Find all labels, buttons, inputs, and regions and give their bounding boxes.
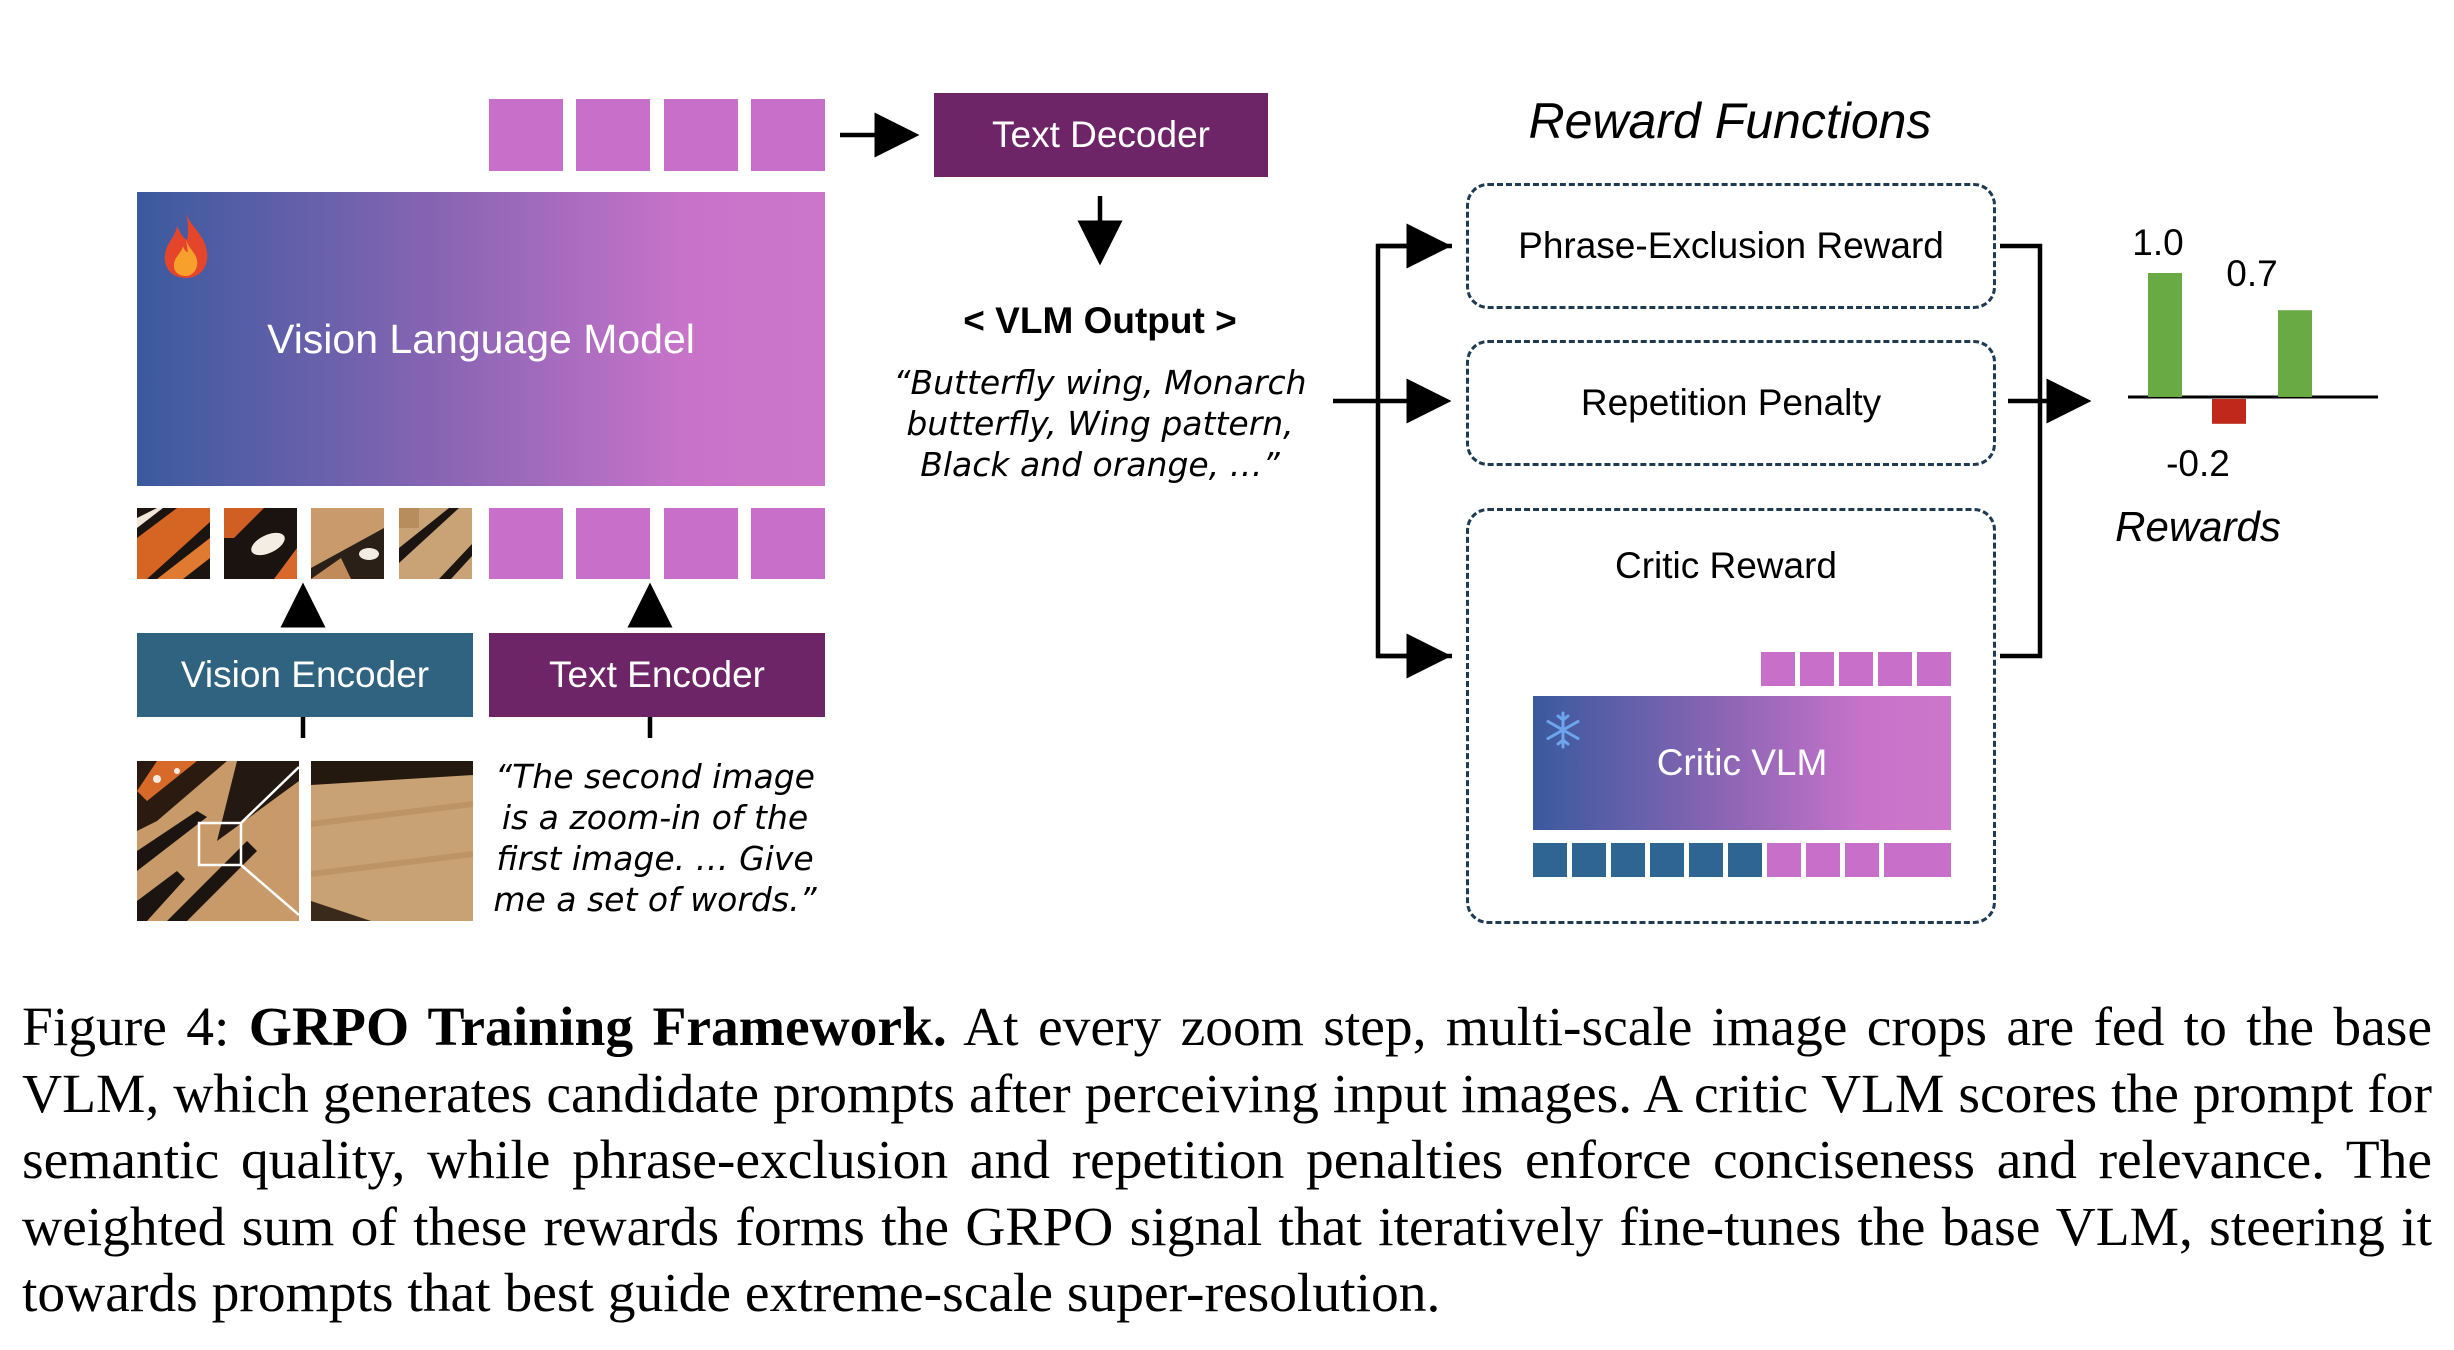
critic-image-token xyxy=(1572,843,1606,877)
rewards-chart xyxy=(2128,273,2378,424)
critic-output-token xyxy=(1761,652,1795,686)
output-token xyxy=(489,99,563,171)
input-prompt-line: is a zoom-in of the xyxy=(501,798,809,837)
critic-reward-box xyxy=(1466,508,1996,924)
rewards-title: Rewards xyxy=(2115,503,2281,550)
text-encoder-label: Text Encoder xyxy=(549,654,765,695)
vision-language-model-block: Vision Language Model xyxy=(137,192,825,486)
vlm-output-line: Black and orange, …” xyxy=(920,445,1280,484)
critic-image-token xyxy=(1611,843,1645,877)
vlm-output-text: “Butterfly wing, Monarch butterfly, Wing… xyxy=(870,362,1330,485)
vlm-output-line: butterfly, Wing pattern, xyxy=(906,404,1294,443)
text-token xyxy=(576,508,650,579)
image-token xyxy=(137,508,210,579)
image-token xyxy=(399,508,472,579)
caption-bold: GRPO Training Framework. xyxy=(248,997,947,1058)
connectors xyxy=(280,112,2092,738)
critic-vlm-label: Critic VLM xyxy=(1656,742,1828,783)
vision-encoder-box: Vision Encoder xyxy=(137,633,473,717)
output-token xyxy=(664,99,738,171)
text-token xyxy=(489,508,563,579)
critic-output-token xyxy=(1917,652,1951,686)
text-token xyxy=(664,508,738,579)
input-prompt-line: first image. … Give xyxy=(496,839,814,878)
input-prompt: “The second image is a zoom-in of the fi… xyxy=(490,756,820,920)
fire-icon xyxy=(164,212,208,278)
input-image-zoom xyxy=(311,761,473,921)
critic-output-token xyxy=(1878,652,1912,686)
critic-output-token xyxy=(1839,652,1873,686)
critic-image-token xyxy=(1689,843,1723,877)
caption-text: At every zoom step, multi-scale image cr… xyxy=(22,997,2432,1324)
input-prompt-line: me a set of words.” xyxy=(493,880,817,919)
image-token xyxy=(311,508,384,579)
vlm-output-title: < VLM Output > xyxy=(963,300,1237,341)
vision-encoder-label: Vision Encoder xyxy=(180,654,430,695)
phrase-exclusion-reward-label: Phrase-Exclusion Reward xyxy=(1518,225,1944,266)
critic-image-token xyxy=(1728,843,1762,877)
caption-prefix: Figure 4: xyxy=(22,997,249,1058)
output-token xyxy=(576,99,650,171)
snowflake-icon xyxy=(1546,711,1580,749)
reward-label-2: -0.2 xyxy=(2166,443,2230,484)
input-prompt-line: “The second image xyxy=(495,757,815,796)
image-token xyxy=(224,508,297,579)
phrase-exclusion-reward-box xyxy=(1466,183,1996,309)
text-encoder-box: Text Encoder xyxy=(489,633,825,717)
reward-bar xyxy=(2212,399,2246,424)
reward-label-1: 1.0 xyxy=(2132,222,2184,263)
reward-label-3: 0.7 xyxy=(2226,253,2278,294)
repetition-penalty-label: Repetition Penalty xyxy=(1580,382,1882,423)
output-token xyxy=(751,99,825,171)
critic-reward-label: Critic Reward xyxy=(1614,545,1838,586)
input-image-full xyxy=(137,761,299,921)
critic-image-token xyxy=(1533,843,1567,877)
critic-text-token xyxy=(1884,843,1918,877)
vlm-label: Vision Language Model xyxy=(267,315,695,362)
critic-text-token xyxy=(1845,843,1879,877)
critic-image-token xyxy=(1650,843,1684,877)
text-token xyxy=(751,508,825,579)
repetition-penalty-box xyxy=(1466,340,1996,466)
critic-text-token xyxy=(1767,843,1801,877)
critic-vlm-block: Critic VLM xyxy=(1533,696,1951,830)
collect-rewards xyxy=(2000,243,2043,659)
vlm-output-line: “Butterfly wing, Monarch xyxy=(893,363,1307,402)
text-decoder-box: Text Decoder xyxy=(934,93,1268,177)
branch-to-rewards xyxy=(1375,243,1452,659)
reward-functions-title: Reward Functions xyxy=(1528,93,1932,149)
critic-text-token xyxy=(1917,843,1951,877)
text-decoder-label: Text Decoder xyxy=(992,114,1210,155)
critic-text-token xyxy=(1806,843,1840,877)
reward-bar xyxy=(2148,273,2182,397)
critic-output-token xyxy=(1800,652,1834,686)
figure-caption: Figure 4: GRPO Training Framework. At ev… xyxy=(22,995,2432,1328)
reward-bar xyxy=(2278,310,2312,397)
